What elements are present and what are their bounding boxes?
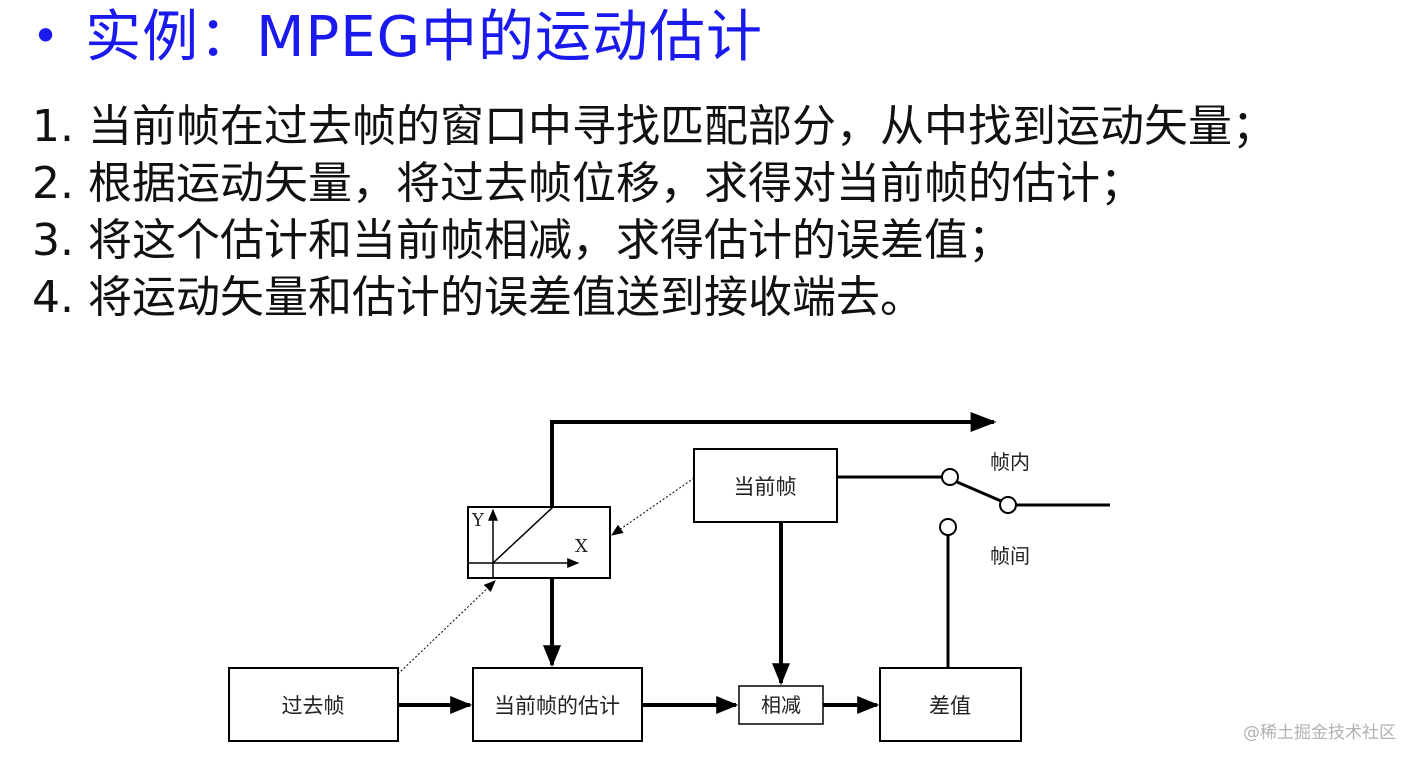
slide-title: 实例：MPEG中的运动估计 — [85, 5, 764, 70]
dotted-past-to-vector — [397, 580, 496, 675]
step-2: 2. 根据运动矢量，将过去帧位移，求得对当前帧的估计； — [32, 158, 1144, 209]
dotted-current-to-vector — [611, 477, 695, 536]
slide-title-row: • 实例：MPEG中的运动估计 — [32, 2, 763, 74]
step-3: 3. 将这个估计和当前帧相减，求得估计的误差值； — [32, 215, 1012, 266]
axis-y-label: Y — [471, 510, 485, 531]
switch-inter-label: 帧间 — [990, 544, 1030, 568]
axis-x-label: X — [575, 536, 588, 557]
box-subtract: 相减 — [738, 685, 824, 725]
box-current-frame: 当前帧 — [693, 448, 838, 523]
watermark: @稀土掘金技术社区 — [1243, 723, 1396, 743]
step-4: 4. 将运动矢量和估计的误差值送到接收端去。 — [32, 272, 924, 323]
motion-vector-box: Y X — [467, 506, 611, 579]
step-1: 1. 当前帧在过去帧的窗口中寻找匹配部分，从中找到运动矢量； — [32, 101, 1276, 152]
intra-inter-switch: 帧内 帧间 — [837, 450, 1110, 668]
box-difference-label: 差值 — [929, 694, 971, 718]
box-past-frame-label: 过去帧 — [282, 694, 345, 718]
bullet-dot: • — [32, 9, 60, 63]
box-current-frame-label: 当前帧 — [734, 475, 797, 499]
box-past-frame: 过去帧 — [228, 667, 399, 742]
box-current-estimate: 当前帧的估计 — [472, 667, 643, 742]
box-current-estimate-label: 当前帧的估计 — [494, 694, 620, 718]
steps-list: 1. 当前帧在过去帧的窗口中寻找匹配部分，从中找到运动矢量； 2. 根据运动矢量… — [32, 98, 1276, 326]
box-subtract-label: 相减 — [761, 693, 801, 717]
switch-intra-label: 帧内 — [990, 450, 1030, 474]
motion-vector-output-line — [550, 412, 997, 507]
box-difference: 差值 — [879, 667, 1022, 742]
